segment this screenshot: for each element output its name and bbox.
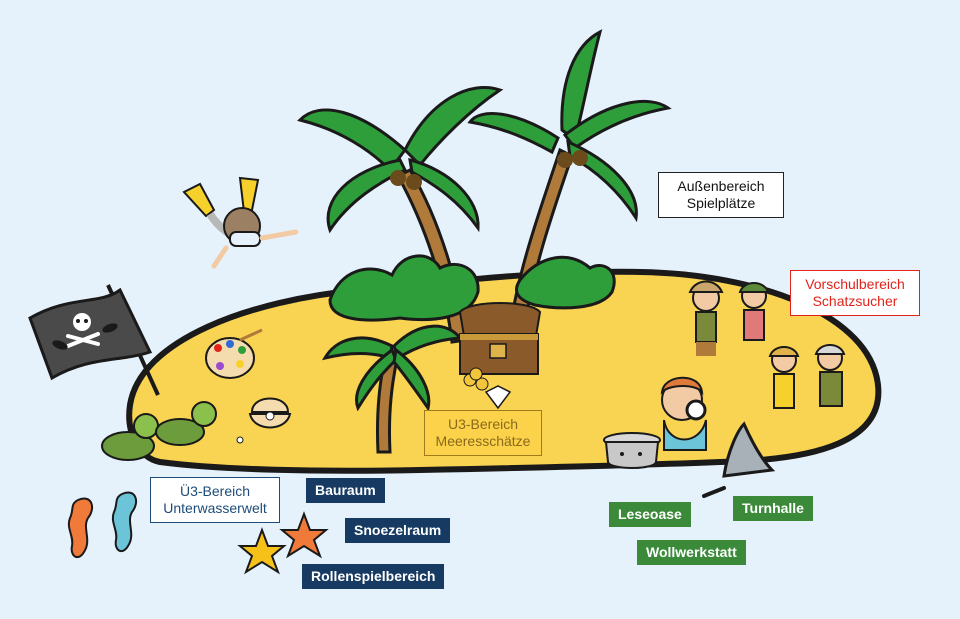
label-vorschulbereich-line1: Vorschulbereich [805,276,905,292]
label-rollenspielbereich[interactable]: Rollenspielbereich [302,564,445,589]
label-u3-line1: U3-Bereich [447,416,519,432]
paint-palette [205,328,263,379]
seahorses [67,491,138,559]
shark-fin [702,421,776,498]
treasure-chest [458,302,542,391]
label-ue3-line2: Unterwasserwelt [163,500,267,516]
label-u3-line2: Meeresschätze [435,433,531,449]
diver [182,176,299,269]
label-vorschulbereich[interactable]: Vorschulbereich Schatzsucher [790,270,920,316]
explorer-kids [688,280,846,409]
clam-shell [236,397,292,444]
label-ue3-bereich[interactable]: Ü3-Bereich Unterwasserwelt [150,477,280,523]
label-aussenbereich-line2: Spielplätze [686,195,756,211]
pirate-flag [28,284,160,396]
label-aussenbereich[interactable]: Außenbereich Spielplätze [658,172,784,218]
turtles [101,401,217,461]
starfish [237,511,329,575]
label-bauraum[interactable]: Bauraum [306,478,385,503]
label-ue3-line1: Ü3-Bereich [179,483,251,499]
label-turnhalle[interactable]: Turnhalle [733,496,813,521]
label-wollwerkstatt[interactable]: Wollwerkstatt [637,540,746,565]
diamond [484,385,512,410]
label-leseoase[interactable]: Leseoase [609,502,691,527]
label-aussenbereich-line1: Außenbereich [677,178,765,194]
palm-tree-small [322,324,463,454]
label-vorschulbereich-line2: Schatzsucher [812,293,898,309]
label-snoezelraum[interactable]: Snoezelraum [345,518,451,543]
reading-boy [660,376,707,451]
label-u3-bereich[interactable]: U3-Bereich Meeresschätze [424,410,542,456]
cooking-pot [603,432,661,469]
bushes [328,254,616,322]
